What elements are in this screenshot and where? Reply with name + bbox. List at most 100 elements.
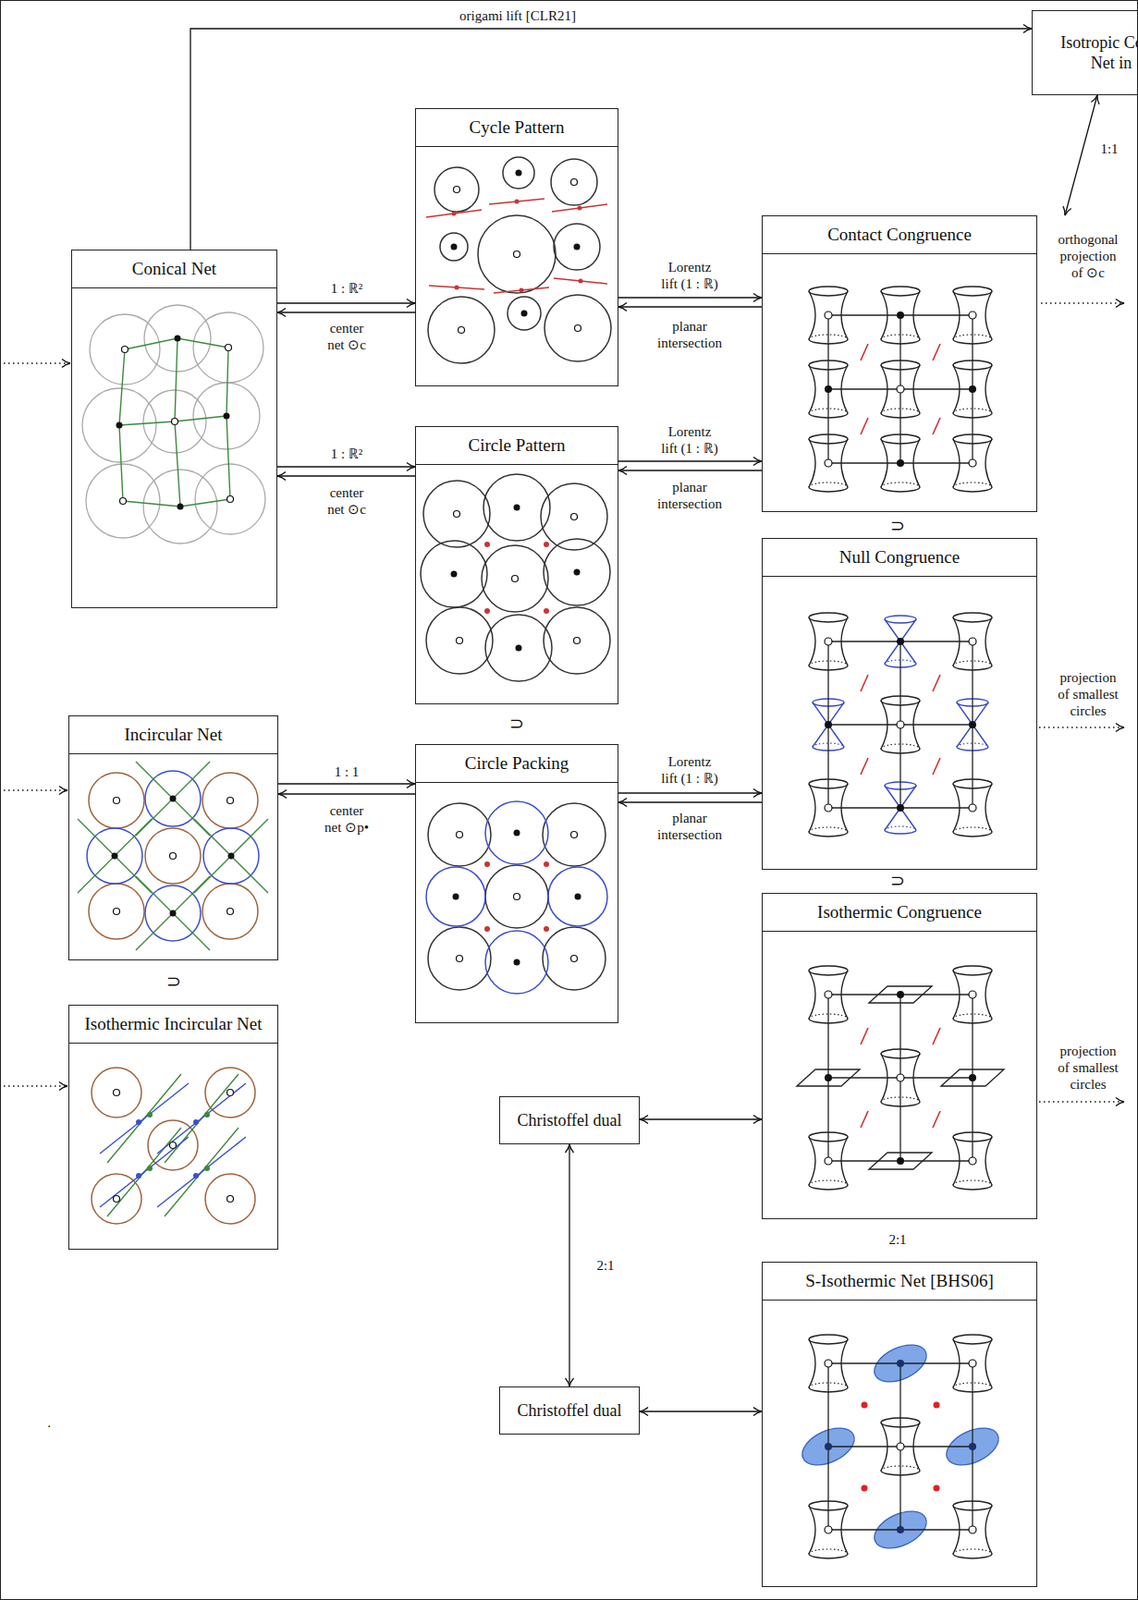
cycle-pattern-figure-part	[571, 179, 578, 186]
incircular-net-figure-part	[227, 797, 234, 805]
cycle-pattern-figure-part-part	[551, 204, 608, 212]
null-congruence-figure-part	[968, 804, 977, 812]
note-label: .	[39, 1414, 59, 1432]
contact-congruence-figure-part	[968, 385, 977, 393]
null-congruence-figure-part	[828, 641, 973, 808]
cycle-pattern-figure-part-part	[514, 199, 520, 205]
conical-net-figure-part	[120, 498, 127, 505]
contact-congruence-figure-part	[896, 385, 905, 393]
note-label: ⊃	[159, 972, 188, 992]
circle-packing-figure-part	[571, 955, 578, 963]
connector-arrow	[618, 296, 762, 298]
cycle-pattern-figure-part-part	[578, 279, 584, 284]
contact-congruence-figure-part	[860, 343, 869, 361]
panel-title: Null Congruence	[762, 538, 1037, 577]
edge-label: Lorentz lift (1 : ℝ)	[659, 258, 721, 293]
note-label: ⊃	[883, 516, 912, 536]
circle-pattern-figure-part-part	[543, 607, 611, 674]
connector-arrow	[278, 783, 416, 784]
isothermic-incircular-figure-part	[91, 1067, 256, 1224]
circle-packing-figure-part-part	[484, 861, 490, 868]
isothermic-congruence-figure-part	[860, 1027, 869, 1045]
incircular-net-figure-part	[111, 853, 119, 860]
contact-congruence-figure-part	[968, 311, 977, 319]
circle-packing-figure-part-part	[485, 930, 549, 994]
figure-panel: Conical Net	[71, 249, 278, 609]
cycle-pattern-figure-part-part	[426, 209, 482, 218]
dotted-arrows-part	[1039, 1101, 1125, 1102]
circle-packing-figure-part-part	[428, 803, 491, 867]
isothermic-incircular-figure-part	[99, 1083, 246, 1208]
connector-arrow	[618, 792, 762, 794]
note-label: ⊃	[502, 714, 531, 734]
conical-net-figure-part-part	[226, 347, 231, 500]
isothermic-congruence-figure-part	[968, 991, 977, 999]
s-isothermic-figure-part	[824, 1443, 833, 1451]
edge-label: planar intersection	[648, 809, 732, 844]
isothermic-incircular-figure-part	[170, 1142, 177, 1150]
circle-pattern-figure-part-part	[483, 474, 551, 541]
conical-net-figure-part	[225, 344, 233, 352]
contact-congruence-figure-part	[968, 459, 977, 467]
edge-label: center net ⊙p•	[322, 802, 371, 836]
note-label: 2:1	[879, 1231, 917, 1249]
circle-packing-figure-part-part	[543, 861, 550, 868]
conical-net-figure-part	[119, 338, 231, 507]
dotted-arrows-part	[3, 1085, 68, 1087]
figure-panel: Isothermic Incircular Net	[68, 1004, 279, 1250]
incircular-net-figure-part-part	[145, 828, 201, 884]
null-congruence-figure-part	[896, 721, 905, 729]
isothermic-incircular-figure-part-part	[91, 1174, 142, 1224]
isothermic-congruence-figure-part	[824, 1157, 833, 1165]
connector-arrow	[277, 475, 416, 477]
circle-pattern-figure-part	[512, 575, 519, 583]
cycle-pattern-figure-part	[513, 251, 521, 258]
null-congruence-figure-part	[932, 674, 941, 692]
note-label: projection of smallest circles	[1052, 1042, 1124, 1093]
circle-pattern-figure-part	[571, 513, 578, 521]
incircular-net-figure-part	[170, 795, 177, 803]
circle-packing-figure	[426, 801, 608, 994]
incircular-net-figure-part	[113, 797, 121, 805]
contact-congruence-figure	[808, 286, 992, 492]
s-isothermic-figure-part	[828, 1363, 973, 1530]
conical-net-figure-part	[82, 305, 266, 544]
cycle-pattern-figure-part-part	[428, 285, 485, 290]
incircular-net-figure-part-part	[202, 883, 258, 940]
isothermic-incircular-figure-part-part	[205, 1174, 256, 1224]
circle-packing-figure-part-part	[542, 803, 606, 867]
circle-pattern-figure-part-part	[543, 608, 550, 614]
circle-pattern-figure-part	[574, 637, 581, 645]
box-text: Isotropic Conjugate Net in ℝ²,²	[1049, 32, 1138, 74]
isothermic-incircular-figure-part-part	[204, 1112, 210, 1118]
conical-net-figure-part-part	[119, 416, 227, 426]
cycle-pattern-figure-part-part	[440, 232, 468, 261]
edge-label: Lorentz lift (1 : ℝ)	[659, 753, 721, 787]
text-box: Christoffel dual	[499, 1096, 640, 1145]
cycle-pattern-figure-part-part	[550, 159, 598, 206]
cycle-pattern-figure-part	[515, 170, 523, 177]
conical-net-figure-part	[116, 422, 123, 429]
figure-panel: Circle Packing	[415, 744, 619, 1024]
incircular-net-figure-part-part	[88, 883, 145, 940]
connector-arrow	[277, 465, 416, 467]
dotted-arrows-part	[1039, 726, 1125, 728]
isothermic-incircular-figure-part-part	[135, 1173, 142, 1179]
circle-packing-figure-part	[484, 861, 550, 932]
contact-congruence-figure-part	[860, 417, 869, 435]
conical-net-figure-part	[122, 346, 129, 354]
null-congruence-figure	[808, 612, 992, 837]
isothermic-incircular-figure-part-part	[204, 1165, 210, 1172]
isothermic-congruence-figure-part	[932, 1027, 941, 1045]
circle-pattern-figure-part-part	[543, 538, 611, 606]
s-isothermic-figure-part	[896, 1359, 905, 1368]
circle-packing-figure-part	[456, 832, 464, 839]
panel-title: S-Isothermic Net [BHS06]	[762, 1262, 1037, 1301]
panel-title: Incircular Net	[69, 716, 278, 755]
circle-pattern-figure-part-part	[484, 608, 490, 614]
isothermic-incircular-figure-part-part	[193, 1119, 199, 1126]
note-label: projection of smallest circles	[1052, 669, 1124, 720]
cycle-pattern-figure-part-part	[477, 215, 556, 294]
circle-packing-figure-part	[513, 830, 521, 837]
circle-pattern-figure-part-part	[426, 607, 493, 674]
